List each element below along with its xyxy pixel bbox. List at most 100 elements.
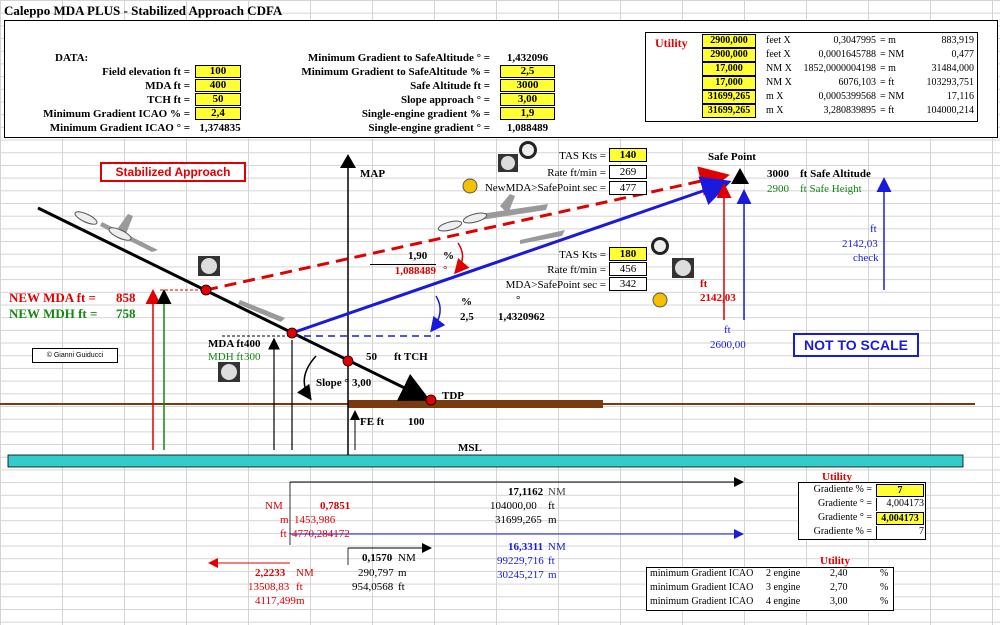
icao-label-0: minimum Gradient ICAO [650, 568, 754, 579]
slope-approach-input[interactable]: 3,00 [500, 93, 555, 106]
tas1-input[interactable]: 140 [609, 148, 647, 162]
descent-path [37, 206, 431, 401]
utility-unit-2: NM X [766, 63, 792, 74]
utility-result-4: 17,116 [946, 91, 974, 102]
tch-label: TCH ft = [147, 94, 190, 106]
check-unit: ft [870, 223, 877, 235]
slope-label: Slope ° [316, 377, 349, 389]
not-to-scale-label: NOT TO SCALE [793, 333, 919, 357]
min-gradient-icao-pct-input[interactable]: 2,4 [195, 107, 241, 120]
icao-unit-0: % [880, 568, 889, 579]
utility-input-4[interactable]: 31699,265 [702, 90, 756, 104]
mda-sec-value: 342 [609, 277, 647, 291]
min-gradient-icao-deg-label: Minimum Gradient ICAO ° = [49, 122, 190, 134]
utility-input-1[interactable]: 2900,000 [702, 48, 756, 62]
utility-factor-0: 0,3047995 [833, 35, 877, 46]
safe-point-triangle [731, 168, 749, 184]
tdp-point [425, 394, 437, 406]
utility-result-3: 103293,751 [926, 77, 975, 88]
tas2-input[interactable]: 180 [609, 247, 647, 261]
gradient-label-1: Gradiente ° = [817, 498, 872, 509]
field-elevation-input[interactable]: 100 [195, 65, 241, 78]
left-nm-value: 2,2233 [255, 567, 286, 579]
dist2-value: 0,1570 [362, 552, 393, 564]
page-title: Caleppo MDA PLUS - Stabilized Approach C… [4, 3, 283, 18]
red-ft-value: 4770,284172 [292, 528, 350, 540]
single-engine-pct-input[interactable]: 1,9 [500, 107, 555, 120]
red-ft-unit: ft [280, 528, 287, 540]
utility-input-5[interactable]: 31699,265 [702, 104, 756, 118]
left-ft-value: 13508,83 [248, 581, 290, 593]
map-triangle [340, 154, 356, 168]
grad-blue-pct-sign: % [461, 296, 472, 308]
min-gradient-safealt-deg-label: Minimum Gradient to SafeAltitude ° = [307, 52, 490, 64]
utility-gradient-label: Utility [822, 471, 852, 483]
single-engine-deg-value: 1,088489 [506, 122, 549, 134]
grad-red-pct: 1,90 [408, 250, 428, 262]
utility-input-3[interactable]: 17,000 [702, 76, 756, 90]
safe-altitude-label: Safe Altitude ft = [410, 80, 490, 92]
safe-alt-label: ft Safe Altitude [800, 168, 871, 180]
rate1-value: 269 [609, 165, 647, 179]
dist1-m-value: 31699,265 [495, 514, 542, 526]
msl-label: MSL [458, 442, 482, 454]
tas1-label: TAS Kts = [559, 150, 606, 162]
new-mda-label: NEW MDA ft = [9, 290, 96, 305]
ft-blue-value: 2600,00 [710, 339, 746, 351]
mda-ft-value: 400 [244, 338, 261, 350]
tdp-label: TDP [442, 390, 464, 402]
gradient-value-0[interactable]: 7 [876, 484, 924, 497]
utility-unit-0: feet X [766, 35, 791, 46]
gradient-value-3: 7 [876, 526, 924, 539]
utility-result-0: 883,919 [941, 35, 975, 46]
newmda-sec-label: NewMDA>SafePoint sec = [484, 182, 606, 194]
blue-m-value: 30245,217 [497, 569, 544, 581]
tch-value: 50 [366, 351, 377, 363]
copyright-box: © Gianni Guiducci [32, 348, 118, 363]
min-gradient-safealt-pct-label: Minimum Gradient to SafeAltitude % = [301, 66, 490, 78]
map-label: MAP [360, 168, 386, 180]
utility-factor-2: 1852,0000004198 [803, 63, 877, 74]
utility-factor-3: 6076,103 [838, 77, 877, 88]
rate1-label: Rate ft/min = [547, 167, 606, 179]
blue-nm-unit: NM [548, 541, 566, 553]
utility-icao-panel [646, 567, 894, 611]
tch-input[interactable]: 50 [195, 93, 241, 106]
msl-bar [7, 454, 964, 468]
icao-value-0: 2,40 [830, 568, 848, 579]
blue-nm-value: 16,3311 [508, 541, 544, 553]
red-m-value: 1453,986 [294, 514, 336, 526]
newmda-sec-value: 477 [609, 181, 647, 195]
slope-approach-label: Slope approach ° = [400, 94, 490, 106]
stabilized-approach-label: Stabilized Approach [100, 162, 246, 182]
utility-unit-4: m X [766, 91, 784, 102]
icao-unit-2: % [880, 596, 889, 607]
check-value: 2142,03 [842, 238, 878, 250]
min-gradient-icao-pct-label: Minimum Gradient ICAO % = [43, 108, 190, 120]
new-mdh-value: 758 [116, 306, 136, 321]
safe-alt-value: 3000 [767, 168, 789, 180]
utility-factor-5: 3,280839895 [823, 105, 877, 116]
red-nm-unit: NM [265, 500, 283, 512]
rate2-label: Rate ft/min = [547, 264, 606, 276]
utility-factor-4: 0,0005399568 [818, 91, 877, 102]
min-gradient-safealt-deg-value: 1,432096 [506, 52, 549, 64]
gradient-value-1: 4,004173 [876, 498, 924, 511]
tch-label: ft TCH [394, 351, 428, 363]
check-label: check [853, 252, 879, 264]
dist1-ft-unit: ft [548, 500, 555, 512]
utility-unit-1: feet X [766, 49, 791, 60]
ft-red-value: 2142,03 [700, 292, 736, 304]
dist2-unit: NM [398, 552, 416, 564]
min-gradient-safealt-pct-input[interactable]: 2,5 [500, 65, 555, 78]
utility-input-2[interactable]: 17,000 [702, 62, 756, 76]
rate2-value: 456 [609, 262, 647, 276]
mda-input[interactable]: 400 [195, 79, 241, 92]
gradient-value-2[interactable]: 4,004173 [876, 512, 924, 525]
min-gradient-icao-deg-value: 1,374835 [199, 122, 241, 134]
utility-top-label: Utility [655, 36, 688, 50]
safe-altitude-input[interactable]: 3000 [500, 79, 555, 92]
utility-eq-0: = m [880, 35, 896, 46]
left-nm-unit: NM [296, 567, 314, 579]
utility-input-0[interactable]: 2900,000 [702, 34, 756, 48]
